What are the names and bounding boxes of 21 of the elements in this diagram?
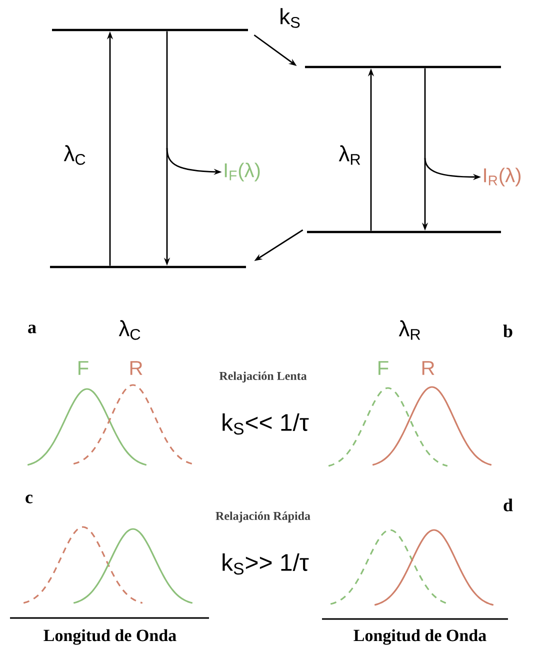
intensity-label: I$_{R}$(λ) — [484, 168, 520, 186]
axis-label: Longitud de Onda — [354, 629, 486, 645]
curve-label: F — [78, 361, 88, 375]
edge-label: k$_{S}$ — [278, 7, 302, 29]
panel-letter: b — [503, 324, 512, 338]
wavelength-label: λ$_{C}$ — [118, 320, 140, 340]
rate-condition: k$_{S}$<< 1/τ — [222, 413, 309, 435]
curve-label: R — [422, 361, 434, 375]
wavelength-label: λ$_{R}$ — [398, 320, 420, 340]
rate-condition: k$_{S}$>> 1/τ — [222, 553, 309, 575]
edge-label: λ$_{R}$ — [338, 144, 362, 166]
curve-label: F — [378, 361, 388, 375]
panel-letter: d — [504, 498, 513, 512]
panel-letter: c — [26, 494, 33, 504]
edge-label: λ$_{C}$ — [62, 144, 88, 166]
regime-title: Relajación Rápida — [216, 512, 310, 522]
panel-letter: a — [28, 324, 36, 334]
axis-label: Longitud de Onda — [44, 629, 176, 645]
intensity-label: I$_{F}$(λ) — [224, 162, 260, 182]
regime-title: Relajación Lenta — [219, 372, 307, 382]
curve-label: R — [130, 361, 142, 375]
